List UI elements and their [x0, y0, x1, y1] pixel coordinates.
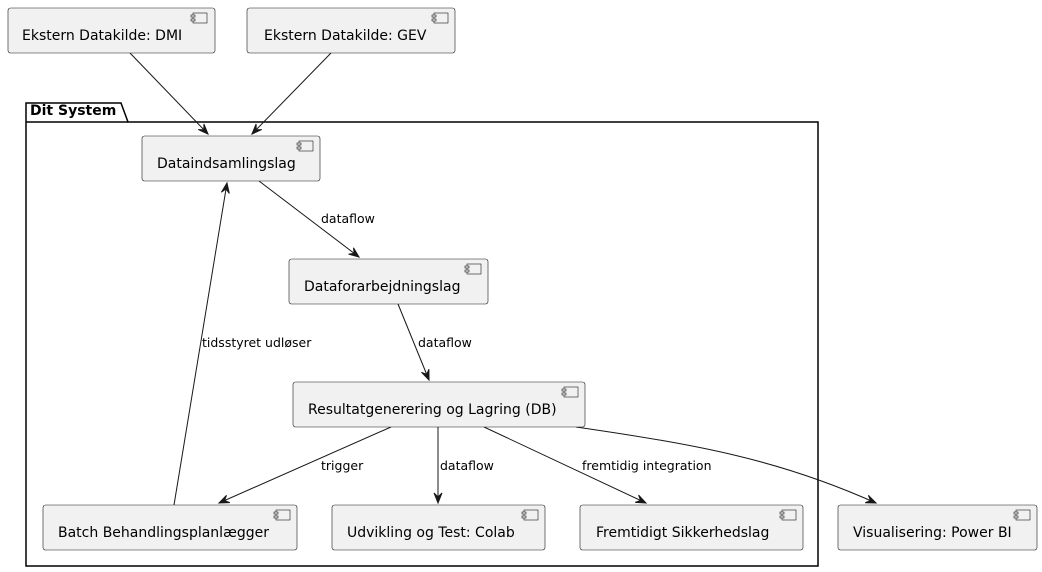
edge-prep-to-result: dataflow — [397, 303, 472, 382]
component-box — [7, 7, 216, 54]
package-title: Dit System — [30, 103, 116, 119]
component-label: Dataforarbejdningslag — [304, 279, 460, 295]
component-label: Fremtidigt Sikkerhedslag — [596, 525, 769, 541]
component-batch[interactable]: Batch Behandlingsplanlægger — [42, 504, 298, 551]
component-icon — [521, 509, 539, 521]
component-icon — [190, 12, 208, 24]
component-box — [42, 504, 298, 551]
component-icon — [431, 12, 449, 24]
component-security[interactable]: Fremtidigt Sikkerhedslag — [579, 504, 804, 551]
edge-label: tidsstyret udløser — [202, 335, 312, 350]
edge-result-to-viz — [575, 426, 878, 504]
component-label: Resultatgenerering og Lagring (DB) — [308, 402, 557, 418]
arrowhead — [865, 494, 878, 504]
edge-result-to-dev: dataflow — [433, 427, 494, 505]
edge-line — [173, 182, 228, 506]
component-collect[interactable]: Dataindsamlingslag — [141, 135, 321, 182]
component-prep[interactable]: Dataforarbejdningslag — [288, 258, 489, 305]
edge-label: trigger — [321, 458, 364, 473]
component-label: Udvikling og Test: Colab — [347, 525, 515, 541]
arrowhead — [251, 123, 263, 135]
arrowhead — [348, 247, 361, 258]
component-dev[interactable]: Udvikling og Test: Colab — [331, 504, 546, 551]
arrowhead — [421, 369, 430, 382]
component-label: Ekstern Datakilde: DMI — [22, 28, 182, 44]
edge-result-to-security: fremtidig integration — [483, 426, 712, 504]
package-dit-system: Dit System — [25, 102, 819, 567]
edge-result-to-batch: trigger — [217, 426, 392, 504]
component-box — [292, 381, 586, 428]
edge-line — [575, 426, 877, 504]
edge-gev-to-collect — [251, 52, 332, 135]
component-dmi[interactable]: Ekstern Datakilde: DMI — [7, 7, 216, 54]
edge-dmi-to-collect — [129, 52, 209, 135]
component-icon — [464, 263, 482, 275]
edge-line — [483, 426, 647, 504]
component-box — [141, 135, 321, 182]
component-result[interactable]: Resultatgenerering og Lagring (DB) — [292, 381, 586, 428]
arrowhead — [220, 181, 230, 194]
edge-line — [251, 52, 332, 135]
component-box — [579, 504, 804, 551]
component-label: Visualisering: Power BI — [853, 525, 1012, 541]
edge-label: dataflow — [418, 335, 472, 350]
edge-line — [258, 180, 360, 258]
edge-line — [218, 426, 392, 504]
arrowhead — [217, 494, 230, 504]
edge-label: dataflow — [321, 211, 375, 226]
edges: dataflow dataflow tidsstyret udløser trigge… — [129, 52, 878, 506]
component-gev[interactable]: Ekstern Datakilde: GEV — [246, 7, 456, 54]
component-icon — [779, 509, 797, 521]
edge-label: fremtidig integration — [582, 458, 712, 473]
edge-line — [397, 303, 430, 381]
component-icon — [273, 509, 291, 521]
component-label: Ekstern Datakilde: GEV — [264, 28, 427, 44]
component-icon — [1013, 509, 1031, 521]
arrowhead — [433, 492, 443, 505]
edge-batch-to-collect: tidsstyret udløser — [173, 181, 312, 506]
package-frame — [25, 102, 819, 567]
component-viz[interactable]: Visualisering: Power BI — [837, 504, 1038, 551]
component-icon — [296, 140, 314, 152]
component-icon — [561, 386, 579, 398]
component-label: Dataindsamlingslag — [157, 156, 296, 172]
component-label: Batch Behandlingsplanlægger — [58, 525, 269, 541]
component-box — [288, 258, 489, 305]
component-box — [246, 7, 456, 54]
arrowhead — [635, 494, 648, 504]
edge-collect-to-prep: dataflow — [258, 180, 375, 258]
component-box — [837, 504, 1038, 551]
component-box — [331, 504, 546, 551]
edge-label: dataflow — [440, 458, 494, 473]
edge-line — [129, 52, 209, 135]
arrowhead — [197, 123, 209, 135]
